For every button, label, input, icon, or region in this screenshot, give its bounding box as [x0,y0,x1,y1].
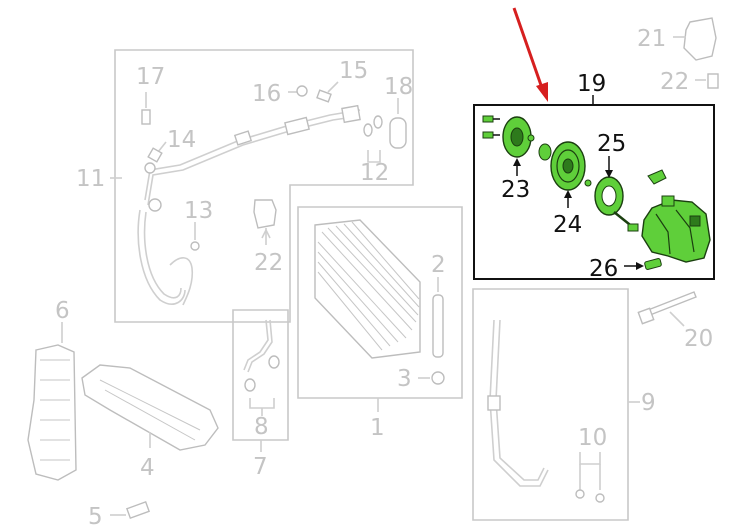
callout-12: 12 [360,160,389,186]
callout-22-bolt: 22 [660,69,689,95]
callout-13: 13 [184,198,213,224]
callout-10: 10 [578,425,607,451]
callout-17: 17 [136,64,165,90]
part-24-pulley [550,141,592,208]
callout-2: 2 [431,252,446,278]
callout-26: 26 [589,256,618,282]
callout-labels: 1 2 3 4 5 6 7 8 9 10 11 12 13 14 15 16 1… [55,26,713,529]
part-5-bolt [110,500,151,520]
compressor-body [641,169,711,263]
callout-20: 20 [684,326,713,352]
callout-14: 14 [167,127,196,153]
callout-1: 1 [370,415,385,441]
callout-3: 3 [397,366,412,392]
callout-24: 24 [553,212,582,238]
callout-25: 25 [597,131,626,157]
callout-7: 7 [253,454,268,480]
part-22-bracket [253,199,277,245]
callout-8: 8 [254,414,269,440]
group-1-condenser [297,206,463,412]
callout-19: 19 [577,71,606,97]
callout-11: 11 [76,166,105,192]
red-pointer-arrow [512,7,548,102]
part-25-field-coil [594,156,639,232]
group-11-lines [110,49,414,323]
callout-6: 6 [55,298,70,324]
callout-4: 4 [140,455,155,481]
callout-15: 15 [339,58,368,84]
callout-18: 18 [384,74,413,100]
part-6-shroud [27,322,77,481]
callout-5: 5 [88,504,103,529]
group-9-pipe [472,288,640,521]
group-7-pipe [232,309,289,452]
callout-21: 21 [637,26,666,52]
part-26-valve [624,258,662,270]
part-4-undercover [81,364,219,451]
callout-16: 16 [252,81,281,107]
part-22-bolt [695,73,719,89]
callout-22-bracket: 22 [254,250,283,276]
part-21-bracket [673,17,717,61]
callout-9: 9 [641,390,656,416]
part-23-pressure-plate [502,116,552,176]
part-20-bolt [637,291,697,327]
bolt-parts [482,115,500,139]
group-19-compressor [473,95,715,280]
callout-23: 23 [501,177,530,203]
